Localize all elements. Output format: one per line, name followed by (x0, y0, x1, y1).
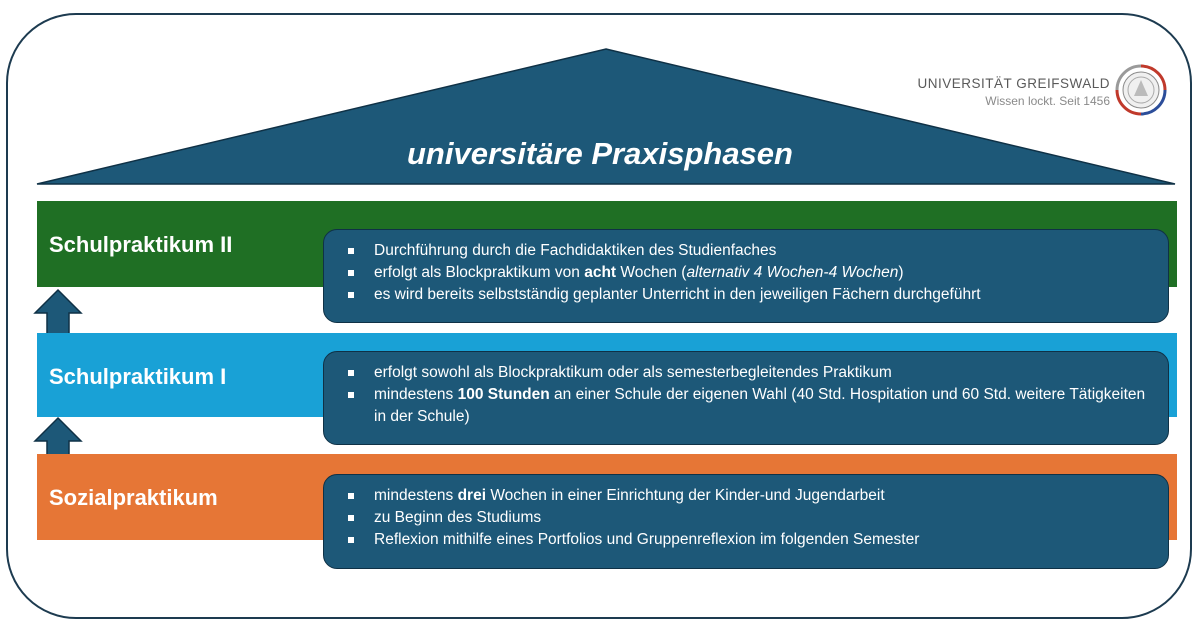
bullet-text-segment: erfolgt als Blockpraktikum von (374, 264, 585, 281)
bullet-text-segment: 100 Stunden (457, 386, 550, 403)
bullet-text-segment: ) (898, 264, 904, 281)
bullet-text-segment: mindestens (374, 487, 458, 504)
bullet-text-segment: Reflexion mithilfe eines Portfolios und … (374, 531, 920, 548)
bullet-item: mindestens drei Wochen in einer Einricht… (348, 485, 1146, 507)
bullet-text-segment: drei (457, 487, 487, 504)
up-arrow-soz-to-sp1 (33, 416, 83, 456)
bullet-text-segment: Durchführung durch die Fachdidaktiken de… (374, 242, 777, 259)
university-logo: UNIVERSITÄT GREIFSWALD Wissen lockt. Sei… (917, 60, 1170, 124)
bullet-item: Durchführung durch die Fachdidaktiken de… (348, 240, 1146, 262)
bullet-list: mindestens drei Wochen in einer Einricht… (348, 485, 1146, 551)
info-box-sozialpraktikum: mindestens drei Wochen in einer Einricht… (323, 474, 1169, 569)
university-seal-icon (1115, 64, 1167, 116)
bullet-text-segment: erfolgt sowohl als Blockpraktikum oder a… (374, 364, 892, 381)
bullet-item: mindestens 100 Stunden an einer Schule d… (348, 384, 1146, 428)
bullet-list: erfolgt sowohl als Blockpraktikum oder a… (348, 362, 1146, 428)
roof-triangle (36, 48, 1176, 185)
label-schulpraktikum-2: Schulpraktikum II (49, 232, 233, 257)
bullet-item: erfolgt sowohl als Blockpraktikum oder a… (348, 362, 1146, 384)
logo-name: UNIVERSITÄT GREIFSWALD (917, 76, 1110, 91)
label-sozialpraktikum: Sozialpraktikum (49, 485, 218, 510)
bullet-text-segment: acht (584, 264, 617, 281)
bullet-item: es wird bereits selbstständig geplanter … (348, 284, 1146, 306)
bullet-item: Reflexion mithilfe eines Portfolios und … (348, 529, 1146, 551)
bullet-text-segment: an einer Schule der eigenen Wahl (40 Std… (374, 386, 1146, 425)
info-box-schulpraktikum-2: Durchführung durch die Fachdidaktiken de… (323, 229, 1169, 323)
bullet-text-segment: Wochen ( (616, 264, 687, 281)
bullet-text-segment: zu Beginn des Studiums (374, 509, 542, 526)
bullet-item: zu Beginn des Studiums (348, 507, 1146, 529)
logo-tagline: Wissen lockt. Seit 1456 (985, 94, 1110, 108)
label-schulpraktikum-1: Schulpraktikum I (49, 364, 227, 389)
bullet-item: erfolgt als Blockpraktikum von acht Woch… (348, 262, 1146, 284)
roof-title: universitäre Praxisphasen (407, 136, 793, 171)
info-box-schulpraktikum-1: erfolgt sowohl als Blockpraktikum oder a… (323, 351, 1169, 445)
up-arrow-sp1-to-sp2 (33, 288, 83, 335)
bullet-text-segment: alternativ 4 Wochen-4 Wochen (686, 264, 899, 281)
bullet-list: Durchführung durch die Fachdidaktiken de… (348, 240, 1146, 306)
bullet-text-segment: mindestens (374, 386, 458, 403)
bullet-text-segment: Wochen in einer Einrichtung der Kinder-u… (486, 487, 885, 504)
bullet-text-segment: es wird bereits selbstständig geplanter … (374, 286, 981, 303)
